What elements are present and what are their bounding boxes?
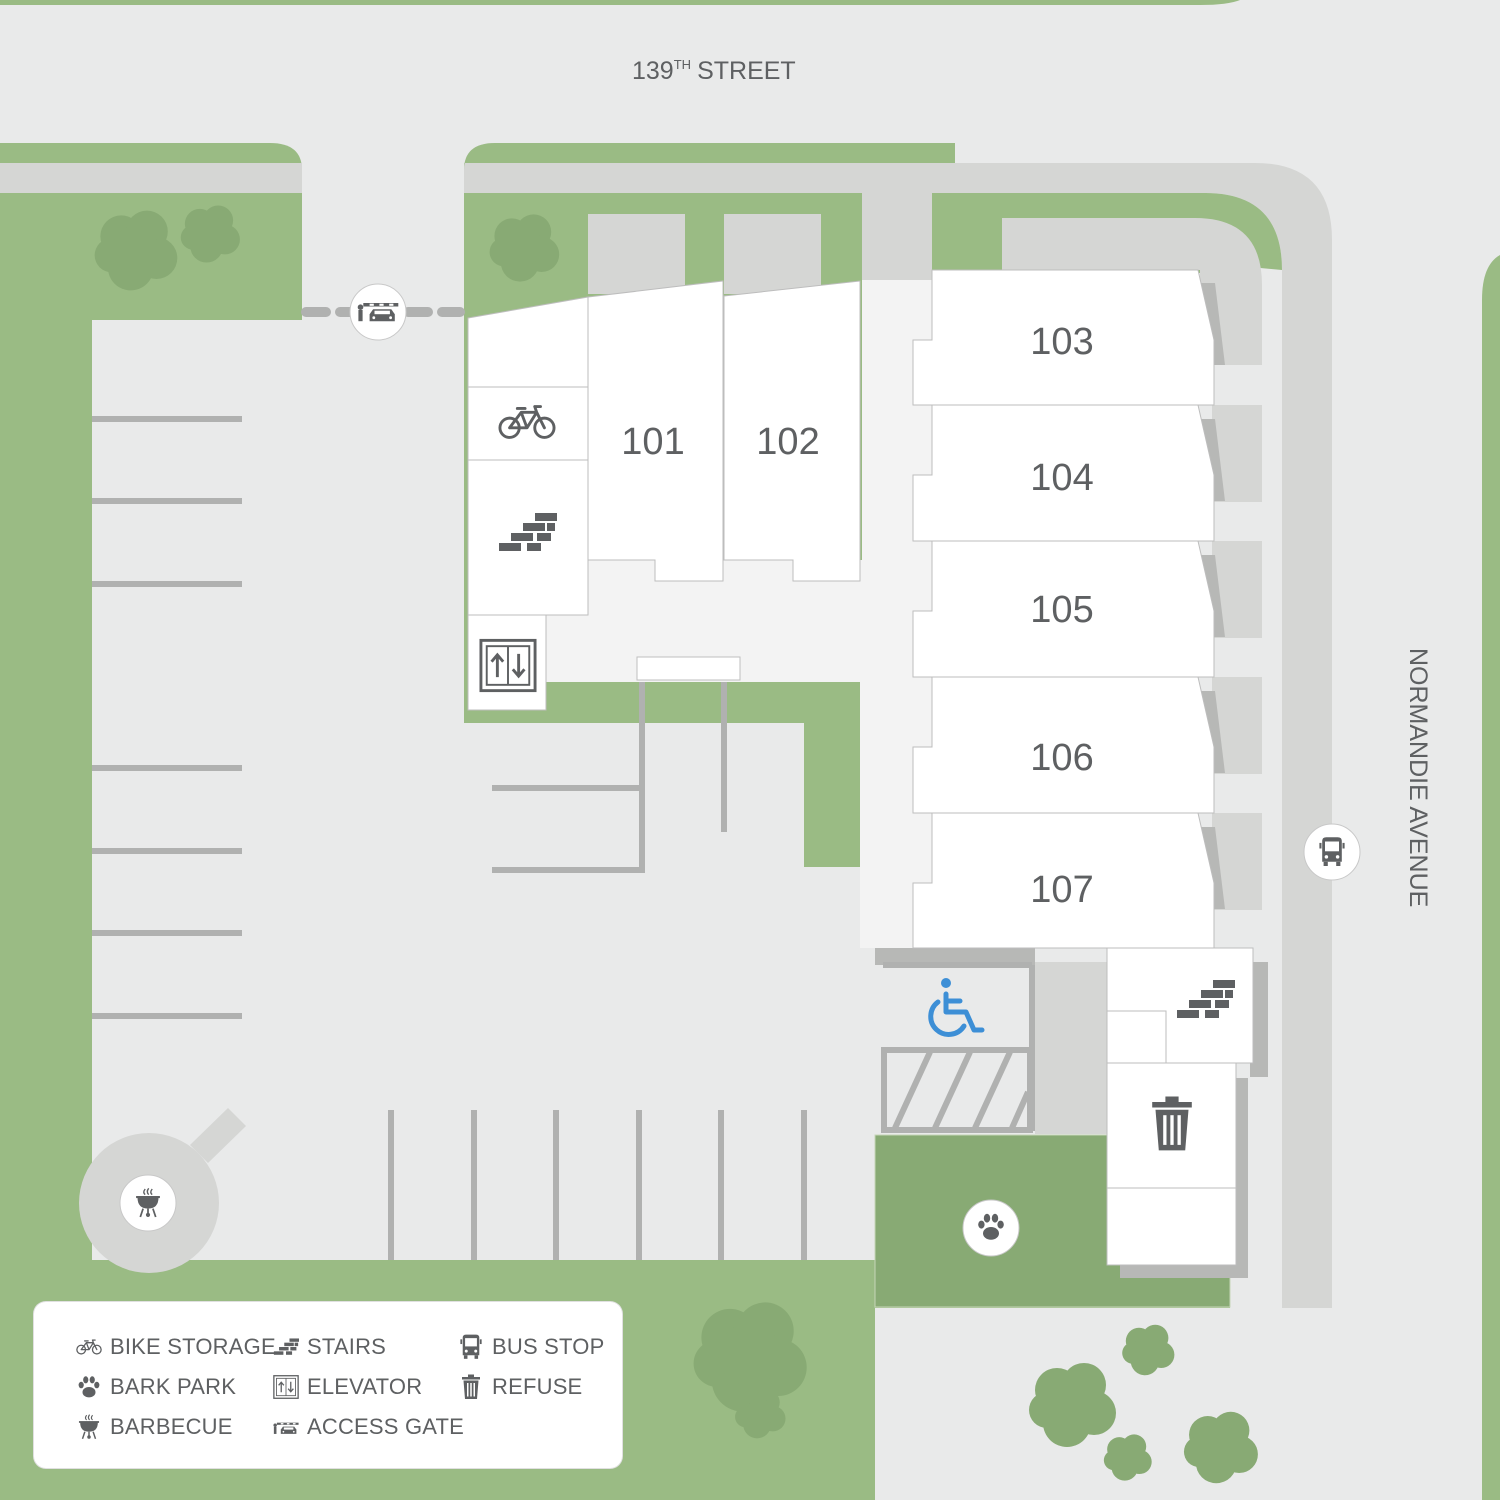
unit-label-102: 102 (756, 421, 819, 463)
service-walk (1035, 962, 1107, 1134)
bus-icon (458, 1334, 484, 1360)
unit-label-104: 104 (1030, 457, 1093, 499)
bus-stop-icon[interactable] (1303, 823, 1361, 881)
walkway-north (862, 193, 932, 283)
legend-label: REFUSE (492, 1374, 583, 1399)
grass-west (0, 193, 302, 1260)
bike-stairs-block (467, 296, 589, 616)
legend-label: BARBECUE (110, 1414, 233, 1439)
trash-icon (458, 1374, 484, 1400)
access-gate-icon[interactable] (349, 283, 407, 341)
unit-101[interactable] (587, 280, 724, 582)
unit-label-101: 101 (621, 421, 684, 463)
accessible-parking-icon (928, 978, 985, 1037)
legend-item-refuse: REFUSE (458, 1372, 582, 1402)
elevator-icon (273, 1374, 299, 1400)
gate-icon (273, 1414, 299, 1440)
unit-label-107: 107 (1030, 869, 1093, 911)
unit-label-105: 105 (1030, 589, 1093, 631)
parking-lot-south (248, 1108, 875, 1260)
grass-strip-east (1482, 255, 1500, 1500)
bark-park-icon[interactable] (962, 1199, 1020, 1257)
legend-item-elevator: ELEVATOR (273, 1372, 422, 1402)
legend: BIKE STORAGE BARK PARK BARBECUE STAIRS E… (34, 1302, 622, 1468)
walkway-ne (1002, 218, 1262, 365)
legend-label: BARK PARK (110, 1374, 237, 1399)
accessible-aisle (881, 1047, 1033, 1133)
barbecue-icon[interactable] (119, 1174, 177, 1232)
unit-label-106: 106 (1030, 737, 1093, 779)
grass-north-strip (464, 143, 955, 170)
grass-walkway-strip (804, 690, 860, 867)
grass-strip-north (0, 0, 1240, 5)
sidewalk-nw-band (0, 163, 302, 193)
grill-icon (76, 1414, 102, 1440)
unit-label-103: 103 (1030, 321, 1093, 363)
street-label-east: NORMANDIE AVENUE (1404, 648, 1432, 907)
legend-label: ACCESS GATE (307, 1414, 465, 1439)
unit-102[interactable] (723, 280, 861, 582)
legend-label: ELEVATOR (307, 1374, 423, 1399)
legend-item-bus-stop: BUS STOP (458, 1332, 604, 1362)
refuse-block (1106, 1062, 1237, 1266)
entry-mat (636, 656, 741, 681)
legend-item-bark-park: BARK PARK (76, 1372, 236, 1402)
legend-item-barbecue: BARBECUE (76, 1412, 233, 1442)
legend-item-stairs: STAIRS (273, 1332, 386, 1362)
corridor (546, 280, 932, 948)
legend-label: BIKE STORAGE (110, 1334, 276, 1359)
patio-101 (588, 214, 685, 294)
stairs-block-se (1106, 947, 1254, 1064)
legend-item-bike-storage: BIKE STORAGE (76, 1332, 276, 1362)
patio-102 (724, 214, 821, 294)
paw-icon (76, 1374, 102, 1400)
legend-item-access-gate: ACCESS GATE (273, 1412, 464, 1442)
stairs-icon (273, 1334, 299, 1360)
bike-icon (76, 1334, 102, 1360)
legend-label: STAIRS (307, 1334, 387, 1359)
legend-label: BUS STOP (492, 1334, 605, 1359)
unit-107[interactable] (912, 812, 1215, 949)
